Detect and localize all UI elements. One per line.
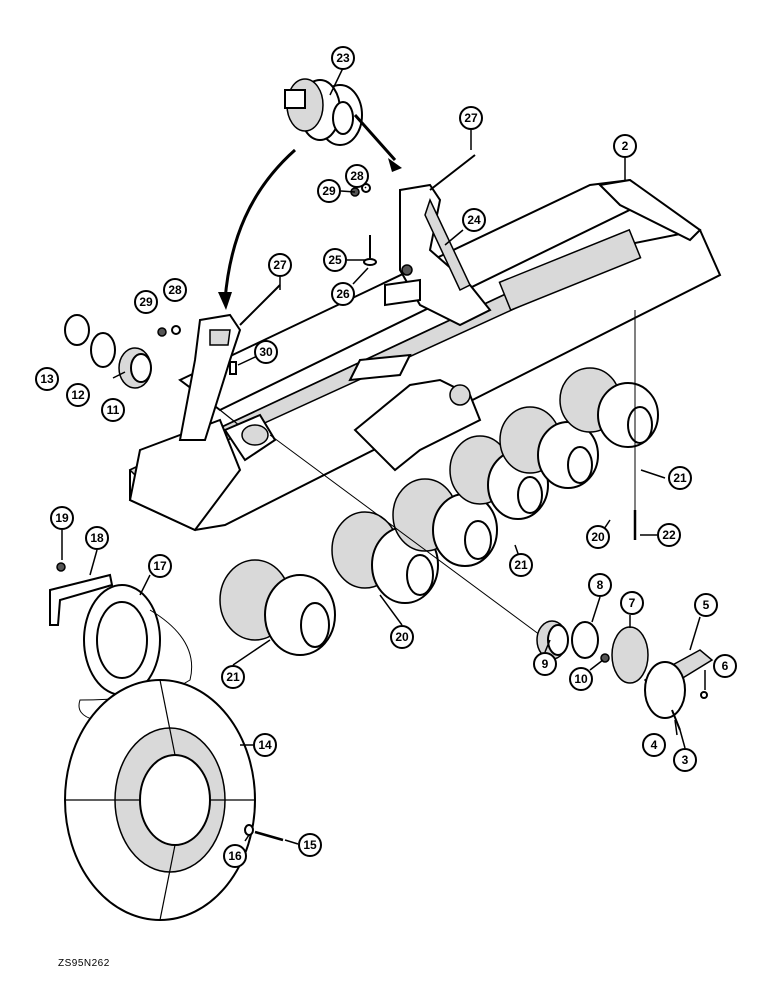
svg-text:29: 29 [139,295,153,309]
callout-28-top: 28 [345,164,369,188]
callout-29-left: 29 [134,290,158,314]
svg-text:18: 18 [90,531,104,545]
svg-text:11: 11 [107,403,120,417]
svg-text:9: 9 [542,657,549,671]
svg-text:21: 21 [673,471,687,485]
svg-text:8: 8 [597,578,604,592]
callout-28-left: 28 [163,278,187,302]
callout-9: 9 [533,652,557,676]
callout-23: 23 [331,46,355,70]
callout-20-left: 20 [390,625,414,649]
svg-text:16: 16 [228,849,242,863]
callout-16: 16 [223,844,247,868]
svg-text:13: 13 [40,372,54,386]
support-bracket [384,183,492,327]
svg-text:27: 27 [464,111,478,125]
svg-text:7: 7 [629,596,636,610]
svg-text:19: 19 [55,511,69,525]
callout-5: 5 [694,593,718,617]
svg-text:26: 26 [336,287,350,301]
svg-text:21: 21 [226,670,240,684]
svg-text:27: 27 [273,258,287,272]
svg-text:20: 20 [395,630,409,644]
callout-21-left: 21 [221,665,245,689]
svg-text:3: 3 [682,753,689,767]
callout-30: 30 [254,340,278,364]
svg-text:6: 6 [722,659,729,673]
svg-text:15: 15 [303,838,317,852]
callout-24: 24 [462,208,486,232]
svg-text:28: 28 [168,283,182,297]
leader-lines [61,67,706,845]
svg-text:2: 2 [622,139,629,153]
figure-code: ZS95N262 [58,958,110,969]
carrier-roller [284,78,363,146]
track-rollers [219,367,659,656]
callout-2: 2 [613,134,637,158]
callout-4: 4 [642,733,666,757]
callout-7: 7 [620,591,644,615]
callout-12: 12 [66,383,90,407]
svg-text:14: 14 [258,738,272,752]
seal-parts [64,314,152,389]
callout-21-mid: 21 [509,553,533,577]
callout-27-top: 27 [459,106,483,130]
svg-text:21: 21 [514,558,528,572]
callout-6: 6 [713,654,737,678]
hub-parts [536,620,610,663]
svg-text:22: 22 [662,528,676,542]
callout-20-right: 20 [586,525,610,549]
svg-text:28: 28 [350,169,364,183]
callout-21-right: 21 [668,466,692,490]
callout-10: 10 [569,667,593,691]
sprocket-guard [49,562,161,696]
callout-11: 11 [101,398,125,422]
svg-text:23: 23 [336,51,350,65]
callout-15: 15 [298,833,322,857]
svg-text:29: 29 [322,184,336,198]
callout-8: 8 [588,573,612,597]
callout-17: 17 [148,554,172,578]
callout-13: 13 [35,367,59,391]
drive-sprocket [64,679,256,921]
left-bracket [178,313,242,441]
callout-26: 26 [331,282,355,306]
callout-25: 25 [323,248,347,272]
callout-22: 22 [657,523,681,547]
svg-text:30: 30 [259,345,273,359]
svg-text:20: 20 [591,530,605,544]
svg-text:10: 10 [574,672,588,686]
callout-3: 3 [673,748,697,772]
drive-hub [611,626,714,731]
callout-14: 14 [253,733,277,757]
svg-text:25: 25 [328,253,342,267]
svg-text:4: 4 [651,738,658,752]
callout-18: 18 [85,526,109,550]
callout-27-left: 27 [268,253,292,277]
svg-text:17: 17 [153,559,167,573]
svg-text:5: 5 [703,598,710,612]
svg-text:12: 12 [71,388,85,402]
callout-19: 19 [50,506,74,530]
callout-29-top: 29 [317,179,341,203]
svg-text:24: 24 [467,213,481,227]
